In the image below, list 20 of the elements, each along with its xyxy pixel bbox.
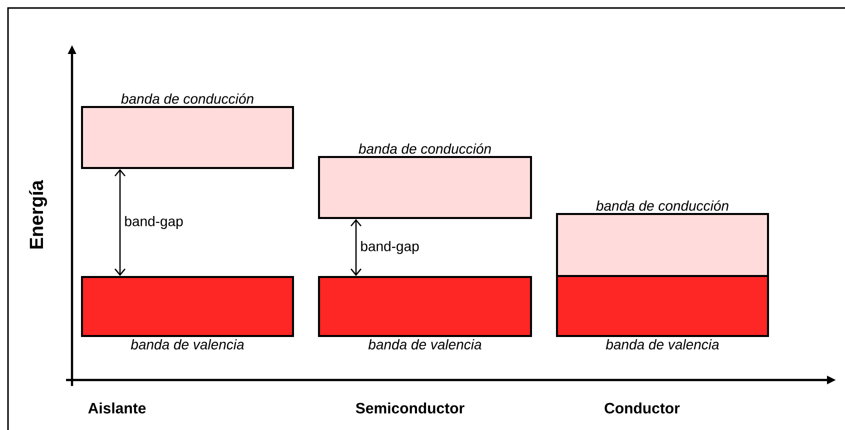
band-box: banda de conducción [81, 93, 294, 169]
band-box: banda de valencia [81, 276, 294, 350]
axis-title: Energía [29, 180, 47, 249]
node-label: banda de conducción [596, 200, 728, 211]
arrow [350, 219, 362, 276]
category-label: Conductor [604, 402, 680, 414]
node-label: banda de conducción [121, 93, 254, 104]
band-box: banda de valencia [556, 275, 769, 350]
band-box: banda de valencia [318, 276, 532, 350]
band-box: banda de conducción [318, 143, 532, 219]
category-label: Aislante [88, 402, 146, 414]
arrow [114, 168, 126, 276]
node-label: banda de valencia [606, 339, 719, 350]
node-label: banda de valencia [368, 339, 482, 350]
node-label: banda de valencia [130, 339, 244, 350]
node-label: banda de conducción [358, 143, 491, 154]
edge-label: band-gap [123, 214, 184, 230]
category-label: Semiconductor [356, 402, 464, 414]
band-box: banda de conducción [556, 200, 769, 277]
edge-label: band-gap [359, 240, 420, 255]
